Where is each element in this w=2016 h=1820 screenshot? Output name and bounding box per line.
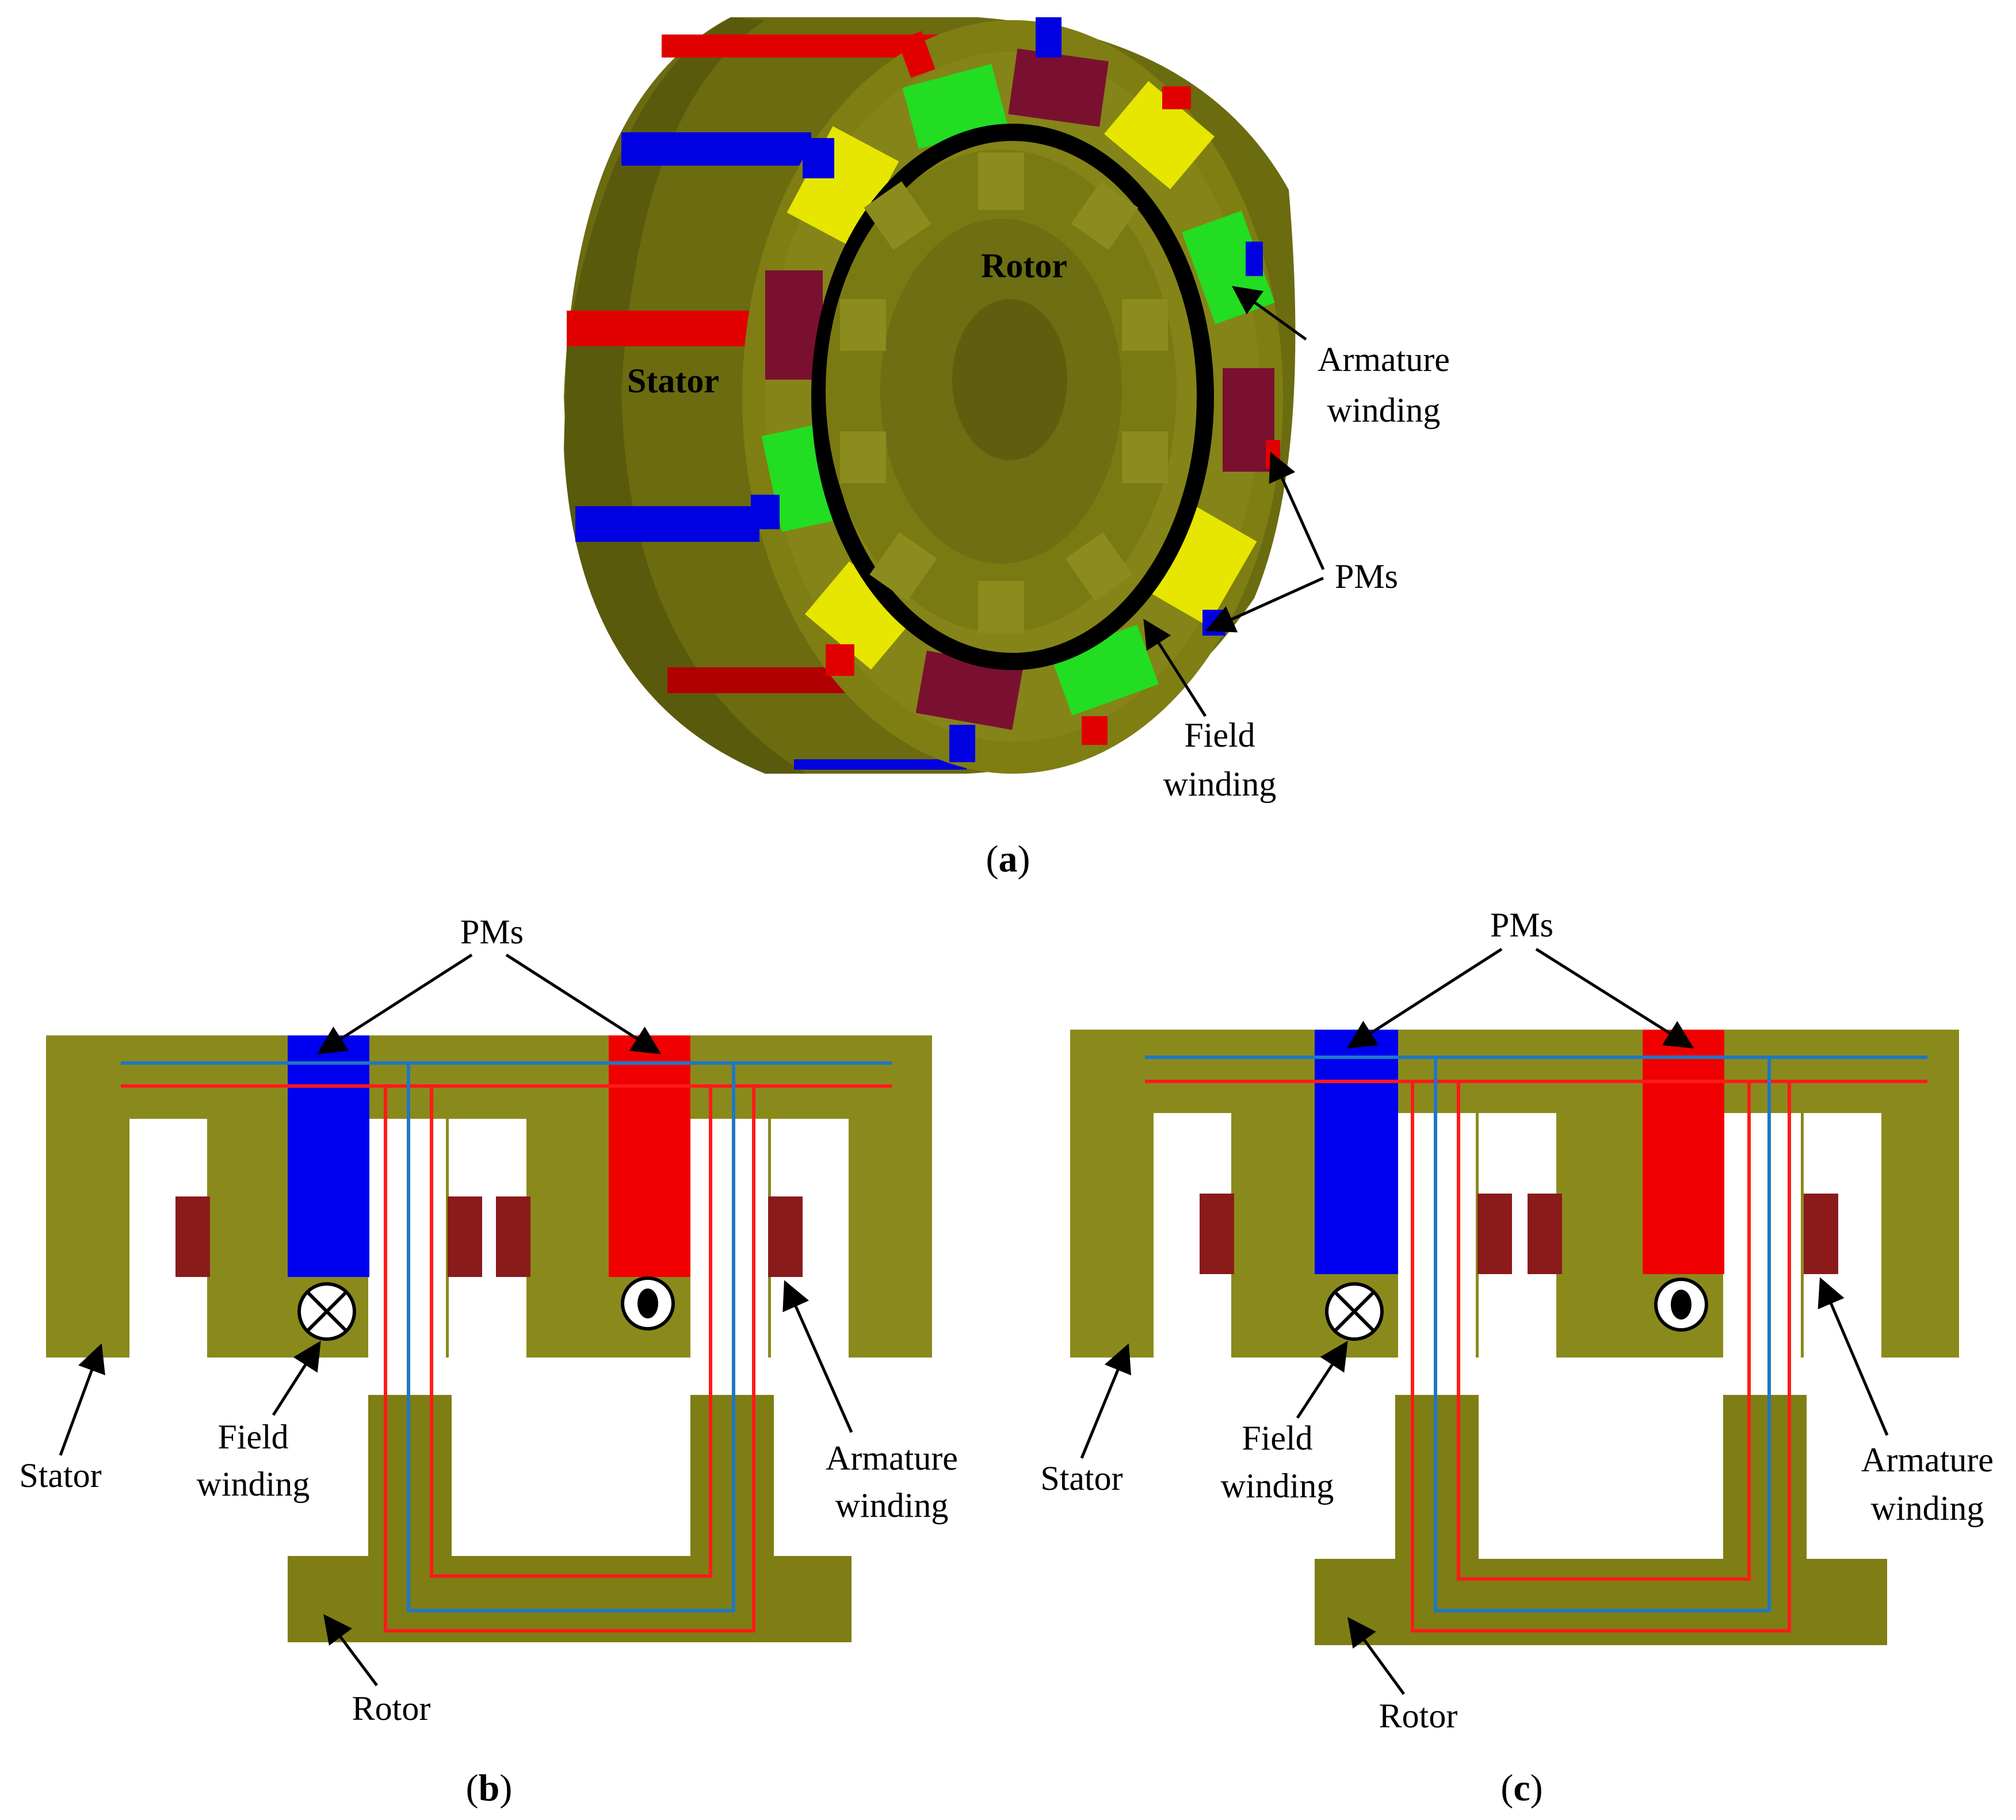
field-winding-pointer — [1143, 618, 1207, 717]
pm-blue — [288, 1035, 369, 1277]
stator-label: Stator — [1040, 1459, 1122, 1497]
armature-winding-label-line1: Armature — [826, 1439, 958, 1477]
armature-winding-pointer — [1818, 1277, 1889, 1436]
field-current-in-symbol — [297, 1282, 356, 1341]
field-winding-label-line2: winding — [1221, 1467, 1334, 1505]
pms-pointer-right — [505, 953, 662, 1054]
rotor-cross-section — [288, 1395, 852, 1642]
caption-a: (a) — [986, 838, 1030, 880]
pm-blue — [1315, 1030, 1398, 1274]
armature-winding-label-line2: winding — [1327, 391, 1441, 429]
pms-pointer-upper — [1269, 452, 1325, 571]
armature-winding-label-line2: winding — [835, 1486, 949, 1524]
pms-pointer-right — [1535, 947, 1694, 1049]
rotor-label: Rotor — [981, 247, 1067, 285]
machine-3d-render — [564, 17, 1296, 774]
rotor-cross-section — [1315, 1395, 1887, 1645]
armature-coils — [1200, 1194, 1838, 1274]
field-winding-label-line2: winding — [1163, 765, 1277, 803]
field-current-out-symbol — [1654, 1278, 1708, 1332]
field-winding-label-line1: Field — [217, 1418, 288, 1456]
field-winding-pointer — [272, 1340, 321, 1416]
shaft-hole — [952, 299, 1067, 460]
panel-a: Rotor Stator Armature winding PMs Field … — [564, 17, 1450, 880]
rotor-label: Rotor — [1379, 1697, 1458, 1735]
armature-coils — [175, 1196, 803, 1277]
armature-winding-label-line1: Armature — [1318, 341, 1450, 378]
field-current-out-symbol — [621, 1276, 675, 1330]
flux-paths — [1145, 1056, 1927, 1632]
stator-label: Stator — [627, 362, 719, 400]
pms-label: PMs — [460, 913, 524, 951]
stator-pointer — [59, 1343, 105, 1456]
stator-label: Stator — [19, 1456, 101, 1494]
panel-c: PMs Stator Field winding Armature windin… — [1040, 906, 1994, 1809]
armature-winding-label-line2: winding — [1871, 1489, 1984, 1527]
pms-label: PMs — [1335, 557, 1398, 595]
rotor-pointer — [323, 1614, 378, 1687]
rotor-teeth — [840, 152, 1168, 633]
armature-winding-label-line1: Armature — [1861, 1441, 1994, 1479]
pms-pointer-lower — [1205, 576, 1324, 633]
stator-coils — [761, 48, 1275, 730]
field-winding-label-line2: winding — [197, 1465, 310, 1503]
rotor-label: Rotor — [352, 1689, 431, 1727]
pms-pointer-left — [316, 953, 473, 1054]
rotor-pointer — [1347, 1616, 1406, 1695]
armature-winding-pointer — [782, 1280, 853, 1433]
field-winding-label-line1: Field — [1184, 716, 1255, 754]
stator-pointer — [1080, 1343, 1132, 1459]
panel-b: PMs Stator Field winding Armature windin… — [19, 913, 958, 1809]
flux-paths — [121, 1061, 892, 1632]
field-current-in-symbol — [1325, 1282, 1384, 1341]
pms-pointer-left — [1346, 947, 1503, 1049]
pms-label: PMs — [1490, 906, 1553, 944]
armature-pointer — [1231, 286, 1307, 341]
caption-b: (b) — [466, 1767, 513, 1809]
field-winding-pointer — [1296, 1340, 1348, 1419]
pm-red — [1643, 1030, 1724, 1274]
caption-c: (c) — [1500, 1767, 1542, 1809]
pm-red — [609, 1035, 690, 1277]
field-winding-label-line1: Field — [1242, 1419, 1312, 1457]
